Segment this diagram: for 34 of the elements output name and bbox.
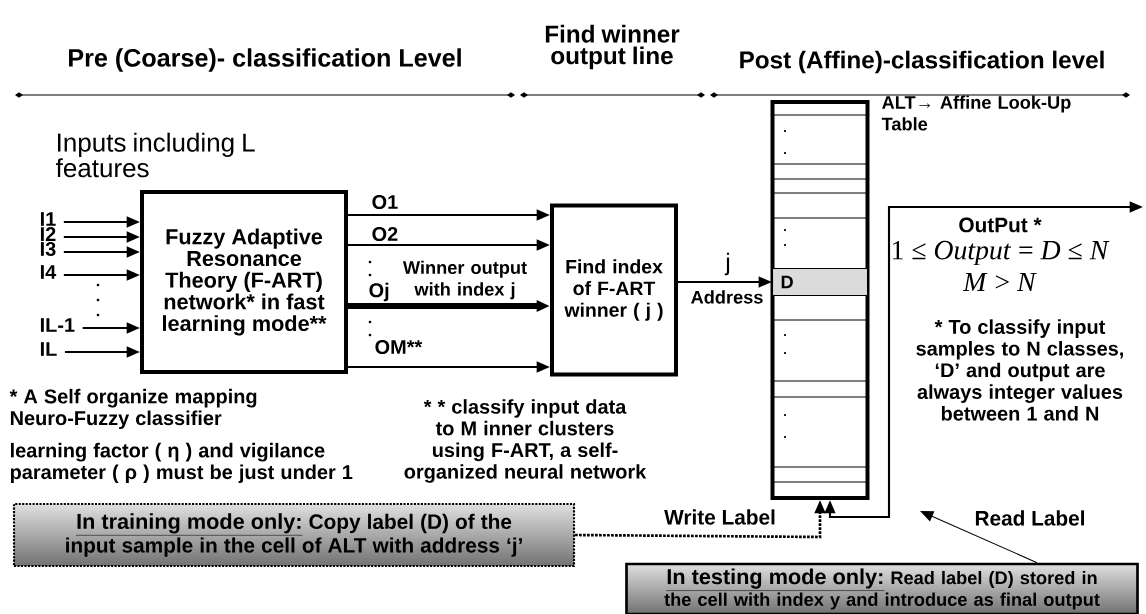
process-box: Find index of F-ART winner ( j ) xyxy=(550,203,678,377)
note: ALT→ Affine Look-Up Table xyxy=(881,95,1071,131)
formula: 1 ≤ Output = D ≤ N xyxy=(892,240,1110,266)
edge-label: Oj xyxy=(369,282,389,302)
edge-label: OM** xyxy=(375,339,423,355)
input-label: I2 xyxy=(40,227,56,241)
annotation: Winner output with index j xyxy=(402,260,527,300)
note: * A Self organize mapping Neuro-Fuzzy classifier xyxy=(9,388,257,430)
annotation: j xyxy=(724,252,730,276)
edge-label: O2 xyxy=(372,226,398,242)
formula: M > N xyxy=(962,272,1037,292)
lookup-table xyxy=(770,100,870,500)
input-label: I4 xyxy=(40,265,57,279)
edge-label: O1 xyxy=(372,194,398,210)
header: Find winner output line xyxy=(545,24,680,70)
heading: Inputs including L features xyxy=(56,132,255,178)
header: Post (Affine)-classification level xyxy=(740,50,1104,74)
table-cell: D xyxy=(771,267,869,297)
input-label: IL-1 xyxy=(40,318,75,332)
header: Pre (Coarse)- classification Level xyxy=(69,48,461,72)
arrow xyxy=(920,511,1038,564)
input-label: I1 xyxy=(40,212,56,226)
annotation: OutPut * xyxy=(959,217,1042,233)
note-box: In testing mode only: Read label (D) stored in the cell with index y and introduce as final output xyxy=(625,562,1139,614)
note: * * classify input data to M inner clusters using F-ART, a self-organized neural network xyxy=(404,399,647,483)
note-box: In training mode only: Copy label (D) of the input sample in the cell of ALT with address ‘j’ xyxy=(12,502,576,568)
input-label: IL xyxy=(40,342,57,356)
edge-label: Address xyxy=(691,290,763,304)
note: learning factor ( η ) and vigilance parameter ( ρ ) must be just under 1 xyxy=(10,442,353,484)
process-box: Fuzzy Adaptive Resonance Theory (F-ART) network* in fast learning mode** xyxy=(140,190,348,374)
input-label: I3 xyxy=(40,241,56,257)
note: * To classify input samples to N classes, ‘D’ and output are always integer values between 1 and N xyxy=(916,319,1123,421)
edge-label: Write Label xyxy=(664,509,775,525)
annotation: Read Label xyxy=(975,510,1084,526)
